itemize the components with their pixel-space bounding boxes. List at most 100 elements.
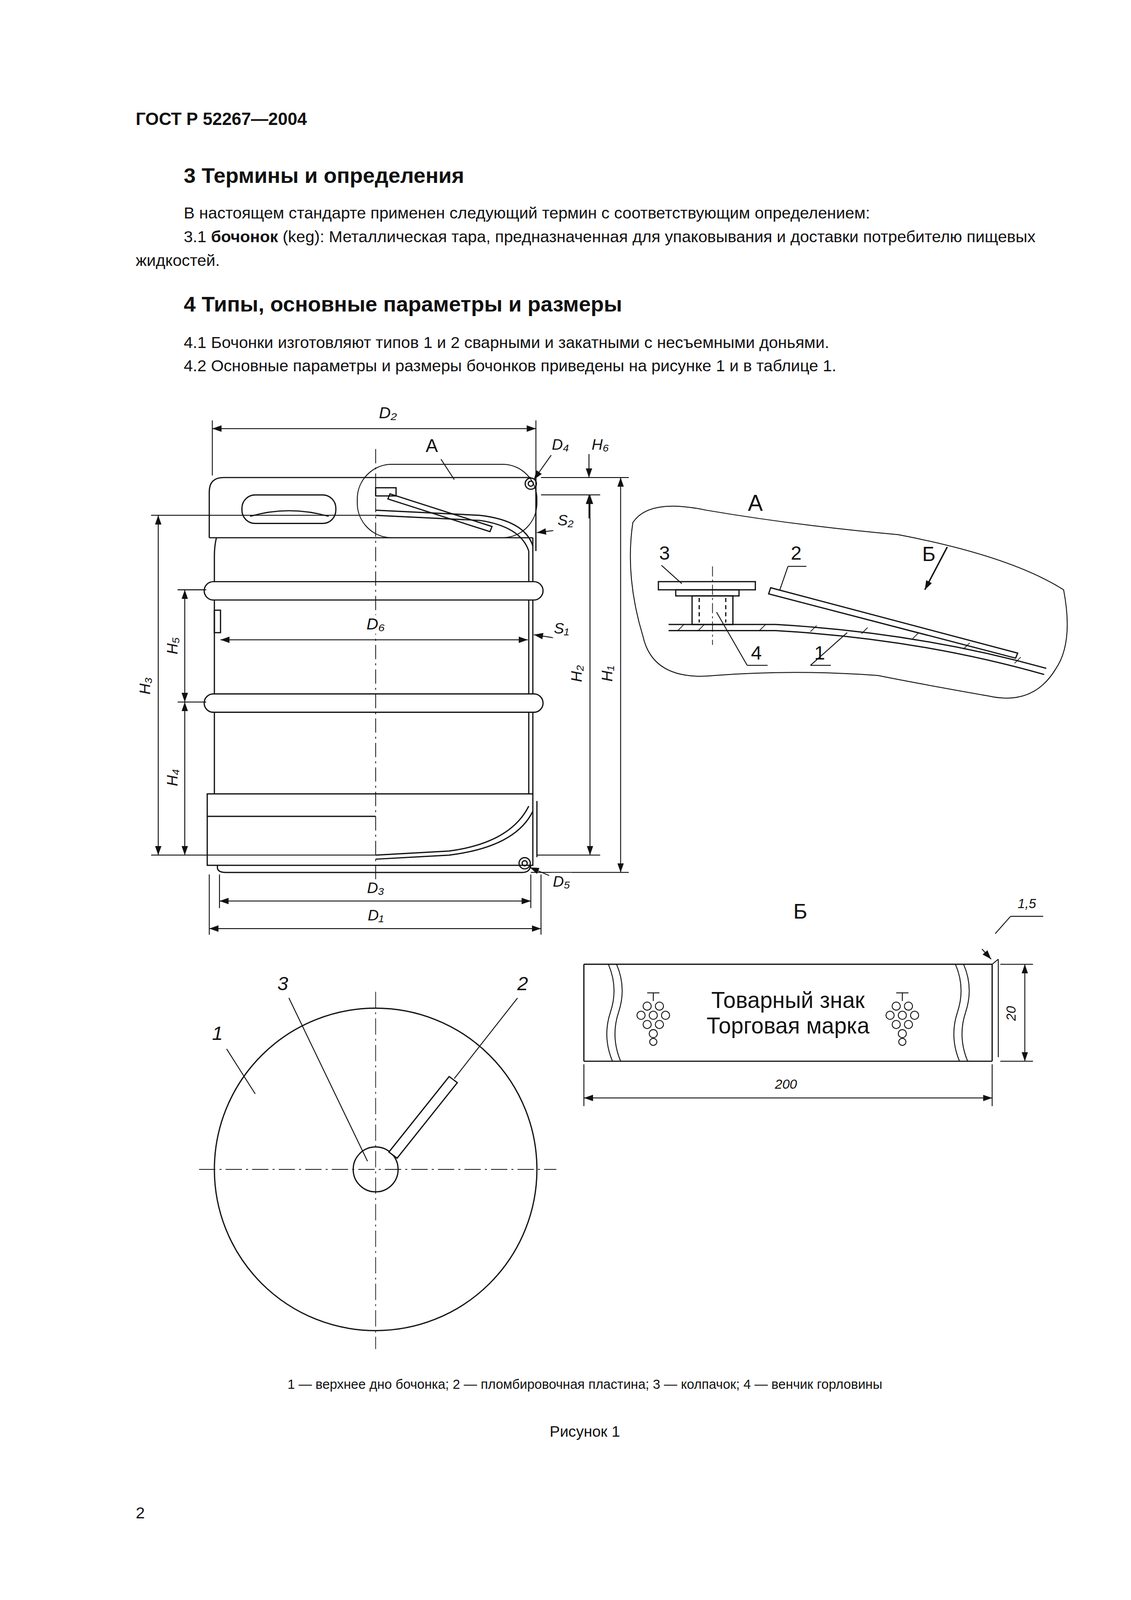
drawing-line	[218, 874, 220, 909]
drawing-line	[588, 495, 590, 519]
drawing-line	[219, 900, 531, 902]
drawing-line	[698, 624, 704, 631]
drawing-line	[375, 811, 533, 860]
drawing-line	[529, 867, 550, 876]
dimension-label: 1,5	[1016, 896, 1038, 913]
view-label: Б	[793, 899, 808, 924]
drawing-line	[724, 598, 727, 623]
seal-plate-b	[583, 916, 1044, 1107]
plate-text: Товарный знак Торговая марка	[683, 987, 893, 1038]
dimension-label: D₄	[549, 436, 571, 454]
callout-number: 2	[517, 972, 529, 996]
drawing-line	[541, 494, 601, 496]
drawing-line	[912, 632, 919, 639]
drawing-line	[787, 566, 807, 568]
drawing-line	[606, 964, 615, 1062]
drawing-line	[540, 874, 542, 935]
drawing-line	[217, 865, 532, 873]
drawing-line	[995, 916, 1011, 934]
dimension-label: H₃	[135, 675, 154, 697]
drawing-line	[212, 428, 536, 430]
dimension-label: H₅	[163, 635, 182, 657]
drawing-line	[677, 624, 684, 631]
drawing-line	[661, 565, 683, 584]
drawing-line	[962, 964, 970, 1062]
drawing-line	[357, 464, 537, 538]
detail-label: А	[747, 490, 763, 517]
drawing-line	[208, 874, 210, 935]
drawing-line	[861, 627, 868, 634]
trademark-plate: Товарный знак Торговая марка	[583, 964, 993, 1062]
drawing-line	[698, 598, 700, 623]
drawing-line	[528, 600, 530, 695]
drawing-line	[204, 581, 544, 600]
body-text: 4.2 Основные параметры и размеры бочонко…	[183, 357, 837, 376]
drawing-line	[214, 610, 221, 633]
drawing-line	[530, 872, 629, 874]
callout-number: 1	[814, 641, 826, 665]
drawing-line	[184, 589, 186, 703]
drawing-line	[991, 964, 993, 1062]
drawing-line	[530, 874, 532, 909]
drawing-line	[375, 448, 376, 880]
drawing-line	[1024, 964, 1026, 1062]
drawing-line	[716, 612, 748, 666]
drawing-line	[747, 665, 768, 667]
dimension-lines	[151, 420, 629, 936]
callout-number: 3	[659, 542, 671, 565]
drawing-line	[588, 454, 590, 478]
drawing-line	[388, 1076, 458, 1159]
drawing-line	[214, 537, 217, 582]
dimension-label: D₃	[365, 879, 387, 897]
dimension-label: H₆	[589, 436, 611, 454]
callout-number: 3	[277, 972, 289, 996]
drawing-line	[589, 495, 591, 856]
figure-key: 1 — верхнее дно бочонка; 2 — пломбировоч…	[287, 1377, 883, 1393]
drawing-line	[519, 857, 531, 870]
drawing-line	[991, 1064, 993, 1107]
clause-number: 3.1	[183, 227, 207, 246]
drawing-line	[177, 589, 207, 591]
section-heading: 3 Термины и определения	[183, 163, 465, 188]
drawing-line	[207, 794, 533, 866]
drawing-line	[615, 964, 623, 1062]
drawing-line	[532, 600, 534, 695]
drawing-line	[583, 1097, 993, 1099]
drawing-line	[375, 510, 533, 547]
drawing-line	[209, 928, 542, 930]
drawing-line	[521, 860, 527, 866]
drawing-line	[583, 964, 585, 1062]
drawing-line	[177, 701, 207, 703]
drawing-line	[675, 589, 740, 596]
drawing-line	[981, 949, 991, 960]
dimension-label: 20	[1004, 1004, 1020, 1023]
drawing-line	[533, 635, 554, 639]
callout-number: 2	[790, 542, 802, 565]
drawing-line	[241, 495, 336, 524]
drawing-line	[712, 566, 714, 646]
drawing-line	[583, 1064, 585, 1107]
dimension-label: D₆	[364, 615, 387, 635]
drawing-line	[532, 712, 534, 795]
drawing-line	[536, 530, 554, 533]
dimension-label: D₁	[365, 906, 386, 925]
page-header: ГОСТ Р 52267—2004	[135, 109, 308, 130]
drawing-line	[668, 630, 1044, 675]
body-text: 4.1 Бочонки изготовляют типов 1 и 2 свар…	[183, 333, 830, 353]
detail-label: А	[425, 435, 438, 457]
drawing-line	[953, 964, 962, 1062]
drawing-line	[213, 712, 216, 795]
drawing-line	[583, 964, 993, 966]
drawing-line	[1010, 916, 1044, 918]
definition-paragraph: 3.1 бочонок (keg): Металлическая тара, п…	[135, 225, 1064, 273]
drawing-line	[375, 806, 529, 855]
drawing-line	[184, 702, 186, 856]
callout-number: 4	[750, 641, 762, 665]
drawing-line	[536, 854, 601, 856]
drawing-line	[454, 998, 518, 1079]
drawing-line	[198, 1169, 557, 1171]
drawing-line	[992, 959, 999, 965]
term: бочонок	[210, 227, 278, 246]
drawing-line	[583, 1060, 993, 1063]
drawing-line	[387, 494, 492, 532]
